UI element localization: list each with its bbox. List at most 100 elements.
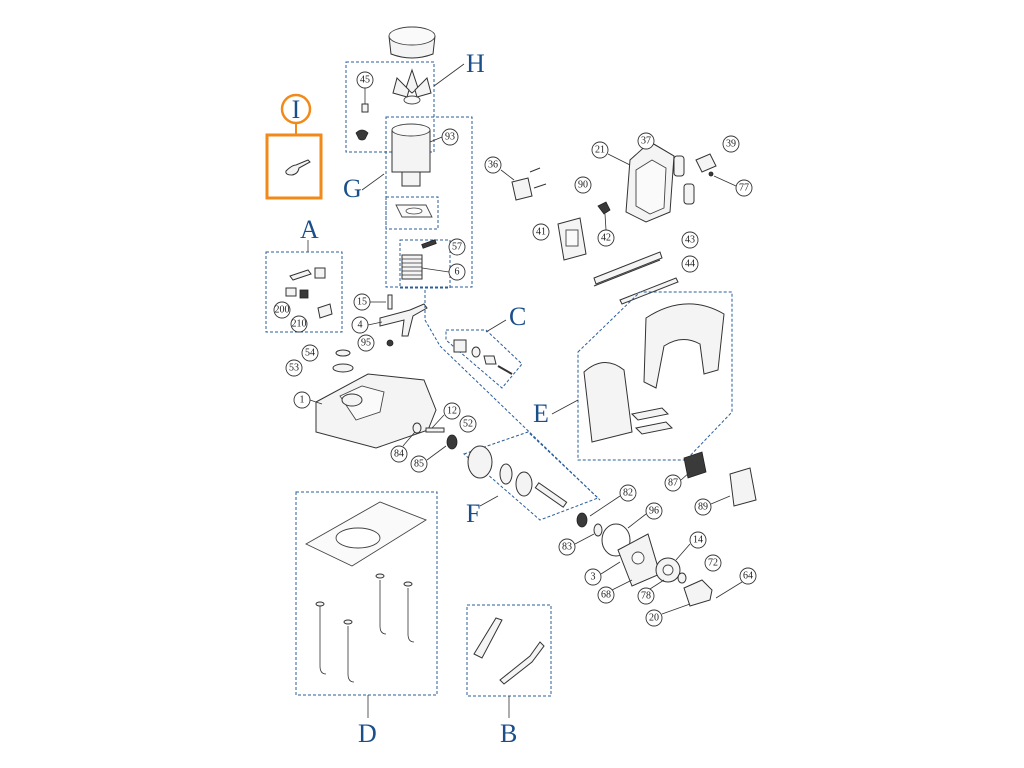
callout-36: 36	[488, 160, 498, 171]
callout-20: 20	[649, 613, 659, 624]
group-g-letter: G	[343, 174, 362, 203]
group-g: G 93 57 6	[343, 116, 473, 289]
callout-85: 85	[414, 459, 424, 470]
bushing-54	[335, 349, 351, 357]
limit-switch-lever-part	[289, 269, 312, 281]
callout-4: 4	[358, 320, 363, 331]
lever-b2-part	[499, 641, 545, 685]
gear-wheel-part	[467, 445, 493, 479]
callout-44: 44	[685, 259, 695, 270]
output-shaft-seals: 12 52 84 85	[390, 402, 477, 473]
group-a-letter: A	[300, 215, 319, 244]
callout-90: 90	[578, 180, 588, 191]
group-e-letter: E	[533, 399, 549, 428]
callout-87: 87	[668, 478, 678, 489]
pin-57	[421, 239, 437, 249]
cap-89-part	[729, 467, 757, 507]
group-h-letter: H	[466, 49, 485, 78]
output-shaft-part	[534, 482, 568, 508]
cap-87-part	[683, 451, 707, 479]
group-d-box	[295, 491, 438, 696]
release-lever-part	[379, 303, 428, 337]
fuse-37b	[683, 183, 695, 205]
limit-switch-part	[453, 339, 467, 353]
callout-52: 52	[463, 419, 473, 430]
group-d-letter: D	[358, 719, 377, 748]
release-lever-assembly: 15 4 95	[351, 290, 601, 501]
callout-43: 43	[685, 235, 695, 246]
fan-cover-top	[388, 26, 436, 46]
pinion-assembly: 82 96 83 3 68 14 72 78 64 20	[558, 484, 757, 627]
callout-53: 53	[289, 363, 299, 374]
callout-57: 57	[452, 242, 462, 253]
control-electronics: 36 21 37 39 77 90 42 41 43	[484, 132, 753, 305]
group-a: A 200 210	[265, 215, 343, 333]
callout-83: 83	[562, 542, 572, 553]
callout-12: 12	[447, 406, 457, 417]
callout-72: 72	[708, 558, 718, 569]
callout-14: 14	[693, 535, 703, 546]
group-c-box	[445, 329, 523, 389]
callout-37: 37	[641, 136, 651, 147]
callout-93: 93	[445, 132, 455, 143]
button-42	[597, 201, 611, 215]
group-f-box	[463, 431, 599, 521]
group-i-letter: I	[292, 95, 301, 124]
callout-77: 77	[739, 183, 749, 194]
fan-clip-part	[355, 129, 369, 141]
callout-64: 68	[601, 590, 611, 601]
group-b-letter: B	[500, 719, 517, 748]
callout-78: 78	[641, 591, 651, 602]
cable-44	[619, 277, 679, 305]
group-b: B	[466, 604, 552, 748]
callout-15: 15	[357, 297, 367, 308]
group-h-box	[345, 61, 435, 153]
fan-part	[392, 68, 432, 105]
group-f-letter: F	[466, 499, 480, 528]
release-key-part	[285, 159, 311, 176]
group-i-highlight-circle	[280, 93, 312, 125]
group-c: C	[445, 302, 526, 389]
callout-89: 89	[698, 502, 708, 513]
group-d: D	[295, 491, 438, 748]
screw-45	[361, 103, 369, 113]
group-h: H 45	[345, 26, 485, 153]
callout-95: 95	[361, 338, 371, 349]
cover-top-part	[643, 303, 725, 389]
group-e: E	[533, 291, 733, 461]
callout-6: 6	[455, 267, 460, 278]
bushing-53	[332, 363, 354, 373]
group-f: F	[463, 431, 599, 528]
callout-84: 84	[394, 449, 404, 460]
callout-54: 54	[305, 348, 315, 359]
group-i-highlight-box	[265, 133, 323, 200]
callout-1: 1	[300, 395, 305, 406]
cover-front-part	[583, 362, 633, 443]
o-ring-96	[601, 523, 631, 557]
callout-45: 45	[360, 75, 370, 86]
connector-39	[695, 153, 717, 173]
group-e-box	[577, 291, 733, 461]
pinion-cover-part	[683, 579, 713, 607]
callout-210: 210	[292, 319, 307, 330]
side-caps: 87 89	[664, 451, 757, 516]
callout-96: 96	[649, 506, 659, 517]
cable-43	[593, 251, 663, 285]
group-a-box	[265, 251, 343, 333]
transformer-part	[511, 177, 533, 201]
lever-b1-part	[473, 617, 503, 659]
callout-21: 21	[595, 145, 605, 156]
callout-39: 39	[726, 139, 736, 150]
callout-41: 41	[536, 227, 546, 238]
anchor-bolts	[315, 573, 415, 683]
fuse-37	[673, 155, 685, 177]
callout-42: 42	[601, 233, 611, 244]
gearbox-housing: 54 53 1	[285, 344, 437, 449]
callout-3: 3	[591, 572, 596, 583]
group-i[interactable]: I	[265, 93, 323, 200]
callout-200: 200	[275, 305, 290, 316]
group-c-letter: C	[509, 302, 526, 331]
callout-82: 82	[623, 488, 633, 499]
callout-68: 64	[743, 571, 753, 582]
